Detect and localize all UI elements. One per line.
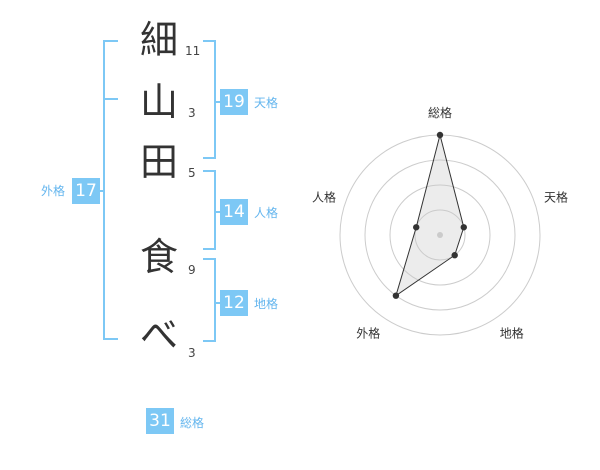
radar-center	[437, 232, 443, 238]
radar-axis-label-5: 人格	[312, 189, 336, 204]
stroke-count-1: 11	[185, 44, 201, 58]
stroke-count-4: 9	[188, 263, 196, 277]
chikaku-label: 地格	[254, 297, 279, 311]
soukaku-label: 総格	[180, 416, 205, 430]
name-char-4: 食	[139, 235, 178, 279]
jinkaku-bracket	[214, 170, 216, 250]
radar-point-2	[460, 224, 467, 231]
chikaku-value: 12	[220, 290, 248, 316]
chikaku-bracket	[214, 258, 216, 342]
tenkaku-label: 天格	[254, 96, 279, 110]
radar-point-1	[436, 131, 444, 139]
soukaku-value: 31	[146, 408, 174, 434]
name-char-3: 田	[139, 140, 178, 184]
radar-axis-label-2: 天格	[544, 189, 568, 204]
name-char-5: べ	[139, 313, 178, 357]
radar-ring	[414, 209, 466, 261]
radar-axis-label-1: 総格	[428, 105, 452, 120]
name-char-2: 山	[139, 80, 178, 124]
name-char-1: 細	[139, 18, 178, 62]
radar-point-5	[413, 224, 420, 231]
stroke-count-2: 3	[188, 106, 196, 120]
radar-ring	[364, 159, 516, 311]
stroke-count-3: 5	[188, 166, 196, 180]
gaikaku-bracket	[103, 40, 105, 340]
radar-axis-label-3: 地格	[500, 326, 524, 341]
radar-polygon	[395, 134, 465, 297]
stroke-count-5: 3	[188, 346, 196, 360]
gaikaku-value: 17	[72, 178, 100, 204]
jinkaku-value: 14	[220, 199, 248, 225]
gaikaku-label: 外格	[41, 184, 66, 198]
radar-point-3	[451, 252, 458, 259]
radar-axis-label-4: 外格	[356, 326, 380, 341]
tenkaku-value: 19	[220, 89, 248, 115]
jinkaku-label: 人格	[254, 206, 279, 220]
tenkaku-bracket	[214, 40, 216, 159]
radar-ring	[389, 184, 491, 286]
radar-point-4	[392, 292, 400, 299]
